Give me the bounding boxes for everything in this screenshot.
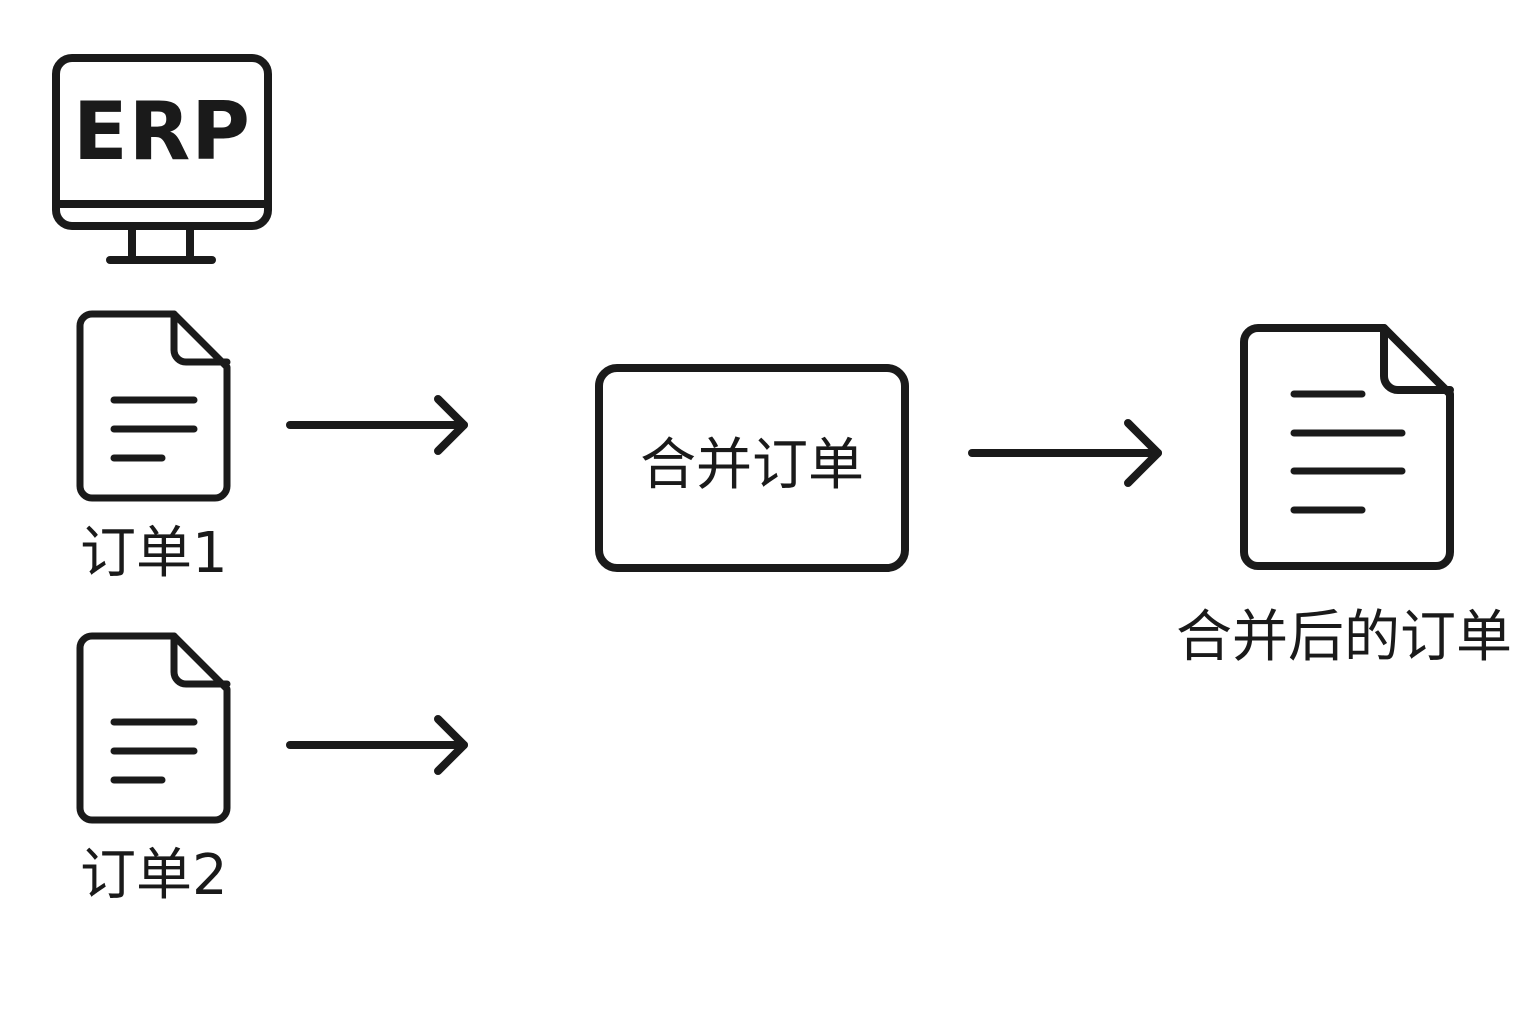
arrow-right-icon bbox=[286, 395, 468, 455]
arrow-right-icon bbox=[968, 419, 1162, 487]
document-icon bbox=[76, 310, 231, 502]
merged-order-label: 合并后的订单 bbox=[1176, 605, 1512, 670]
merge-process-label: 合并订单 bbox=[640, 433, 864, 498]
monitor-icon bbox=[52, 54, 272, 264]
arrow-right-icon bbox=[286, 715, 468, 775]
document-icon bbox=[76, 632, 231, 824]
merge-process-box bbox=[595, 364, 909, 572]
order-1-label: 订单1 bbox=[80, 521, 228, 586]
order-2-label: 订单2 bbox=[80, 843, 228, 908]
document-icon bbox=[1240, 324, 1454, 570]
erp-label: ERP bbox=[73, 85, 251, 178]
